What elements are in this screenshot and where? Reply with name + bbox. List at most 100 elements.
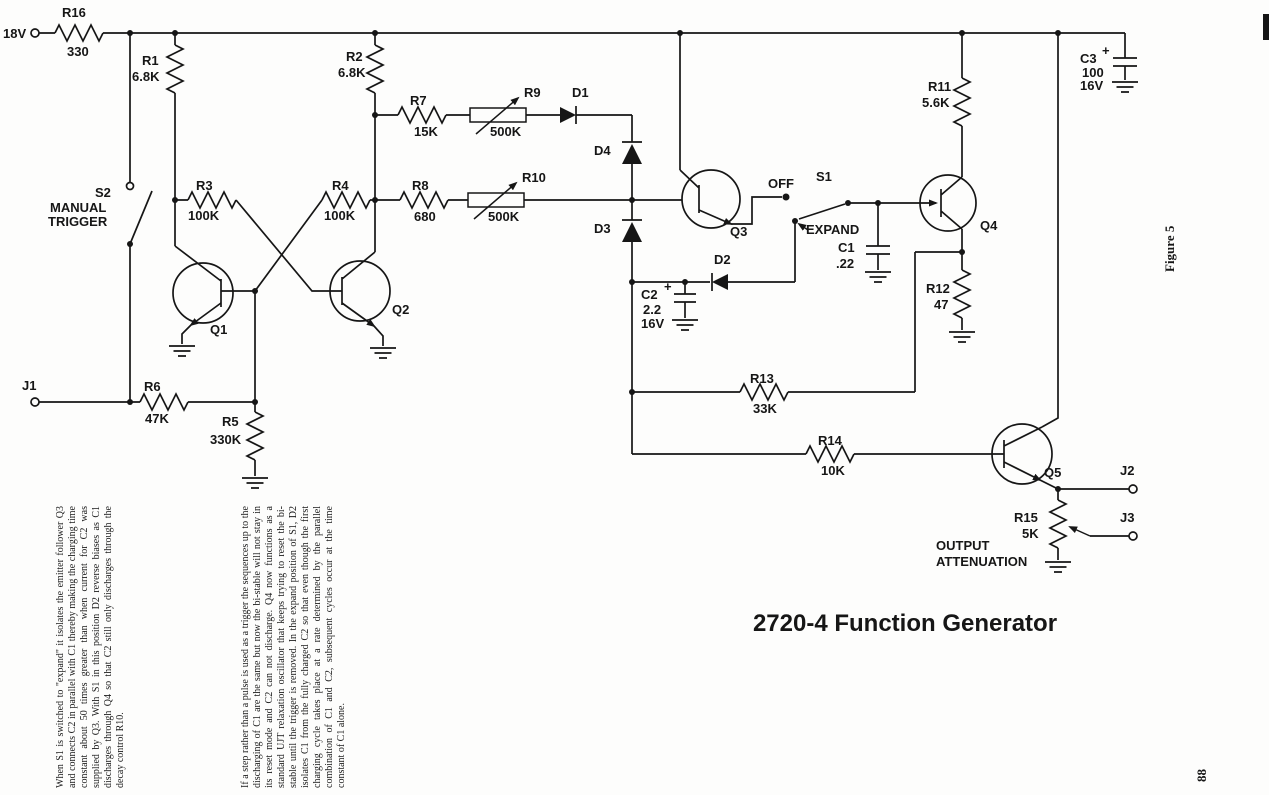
r11-ref: R11 <box>928 79 951 94</box>
c2-polarity: + <box>664 279 672 294</box>
figure-label: Figure 5 <box>1162 225 1177 272</box>
r15-value: 5K <box>1022 526 1039 541</box>
q4-ref: Q4 <box>980 218 998 233</box>
r8-ref: R8 <box>412 178 429 193</box>
r10-wiper-arrow-icon <box>473 181 518 220</box>
resistor-r5: R5 330K <box>210 411 264 461</box>
q1-ref: Q1 <box>210 322 227 337</box>
q5-ref: Q5 <box>1044 465 1061 480</box>
r13-ref: R13 <box>750 371 774 386</box>
j3-terminal-icon <box>1128 531 1138 541</box>
supply-terminal: 18V <box>3 26 40 41</box>
s1-pole-icon <box>845 200 851 206</box>
r4-value: 100K <box>324 208 356 223</box>
r6-value: 47K <box>145 411 169 426</box>
supply-terminal-icon <box>30 28 40 38</box>
r5-ref: R5 <box>222 414 239 429</box>
r8-value: 680 <box>414 209 436 224</box>
j3-label: J3 <box>1120 510 1134 525</box>
c3-value: 100 <box>1082 65 1104 80</box>
s1-arm-icon <box>798 203 846 220</box>
s2-label-line2: TRIGGER <box>48 214 108 229</box>
resistor-r3: R3 100K <box>187 178 237 223</box>
resistor-r13: R13 33K <box>739 371 789 416</box>
switch-s1: OFF S1 EXPAND <box>768 169 859 237</box>
output-label-line1: OUTPUT <box>936 538 990 553</box>
r7-ref: R7 <box>410 93 427 108</box>
resistor-r1: R1 6.8K <box>132 44 184 94</box>
s1-expand-pointer-icon <box>797 222 809 231</box>
output-attenuation-label: OUTPUT ATTENUATION <box>936 538 1027 569</box>
note-step-trigger: If a step rather than a pulse is used as… <box>240 506 347 788</box>
c2-value: 2.2 <box>643 302 661 317</box>
r15-ref: R15 <box>1014 510 1038 525</box>
r3-ref: R3 <box>196 178 213 193</box>
r7-value: 15K <box>414 124 438 139</box>
c2-voltage: 16V <box>641 316 664 331</box>
s1-expand-label: EXPAND <box>806 222 859 237</box>
transistor-q4: Q4 <box>910 174 998 233</box>
diode-d3: D3 <box>594 219 642 242</box>
resistor-r8: R8 680 <box>399 178 449 224</box>
r13-value: 33K <box>753 401 777 416</box>
transistor-q2: Q2 <box>329 251 409 346</box>
circuit-wires <box>39 32 1129 560</box>
d1-ref: D1 <box>572 85 589 100</box>
s2-ref: S2 <box>95 185 111 200</box>
resistor-r6: R6 47K <box>139 379 189 426</box>
resistor-r2: R2 6.8K <box>338 44 384 94</box>
resistor-r7: R7 15K <box>397 93 447 139</box>
diode-d4: D4 <box>594 141 642 164</box>
transistor-q1: Q1 <box>172 245 234 344</box>
note-expand-mode: When S1 is switched to "expand" it isola… <box>55 506 126 788</box>
r1-value: 6.8K <box>132 69 160 84</box>
diode-d1: D1 <box>560 85 589 124</box>
resistor-r14: R14 10K <box>805 433 855 478</box>
r10-value: 500K <box>488 209 520 224</box>
q2-ref: Q2 <box>392 302 409 317</box>
transistor-q3: Q3 <box>679 169 747 239</box>
capacitor-c1: C1 .22 <box>836 240 890 271</box>
capacitor-c2: C2 + 2.2 16V <box>641 279 696 331</box>
j2-label: J2 <box>1120 463 1134 478</box>
resistor-r12: R12 47 <box>926 269 971 319</box>
d2-ref: D2 <box>714 252 731 267</box>
r15-wiper-arrow-icon <box>1068 526 1091 537</box>
capacitor-c3: C3 + 100 16V <box>1080 43 1137 93</box>
d3-ref: D3 <box>594 221 611 236</box>
diode-d2: D2 <box>711 252 731 291</box>
s2-label-line1: MANUAL <box>50 200 106 215</box>
c3-polarity: + <box>1102 43 1110 58</box>
c1-ref: C1 <box>838 240 855 255</box>
jack-j3: J3 <box>1120 510 1138 541</box>
r14-ref: R14 <box>818 433 843 448</box>
output-label-line2: ATTENUATION <box>936 554 1027 569</box>
potentiometer-r9: R9 500K <box>469 85 541 139</box>
page-title: 2720-4 Function Generator <box>753 610 1057 637</box>
r16-value: 330 <box>67 44 89 59</box>
jack-j1: J1 <box>22 378 40 407</box>
scan-artifact <box>1263 14 1269 40</box>
s1-expand-contact-icon <box>792 218 798 224</box>
d4-ref: D4 <box>594 143 611 158</box>
j2-terminal-icon <box>1128 484 1138 494</box>
r9-ref: R9 <box>524 85 541 100</box>
r14-value: 10K <box>821 463 845 478</box>
c3-ref: C3 <box>1080 51 1097 66</box>
r2-ref: R2 <box>346 49 363 64</box>
resistor-r11: R11 5.6K <box>922 77 971 127</box>
page-number: 88 <box>1194 769 1209 783</box>
s1-off-label: OFF <box>768 176 794 191</box>
c2-ref: C2 <box>641 287 658 302</box>
q3-ref: Q3 <box>730 224 747 239</box>
transistor-q5: Q5 <box>991 423 1061 485</box>
r12-value: 47 <box>934 297 948 312</box>
r2-value: 6.8K <box>338 65 366 80</box>
s1-ref: S1 <box>816 169 832 184</box>
s1-off-contact-icon <box>782 193 790 201</box>
supply-label: 18V <box>3 26 26 41</box>
r9-value: 500K <box>490 124 522 139</box>
jack-j2: J2 <box>1120 463 1138 494</box>
